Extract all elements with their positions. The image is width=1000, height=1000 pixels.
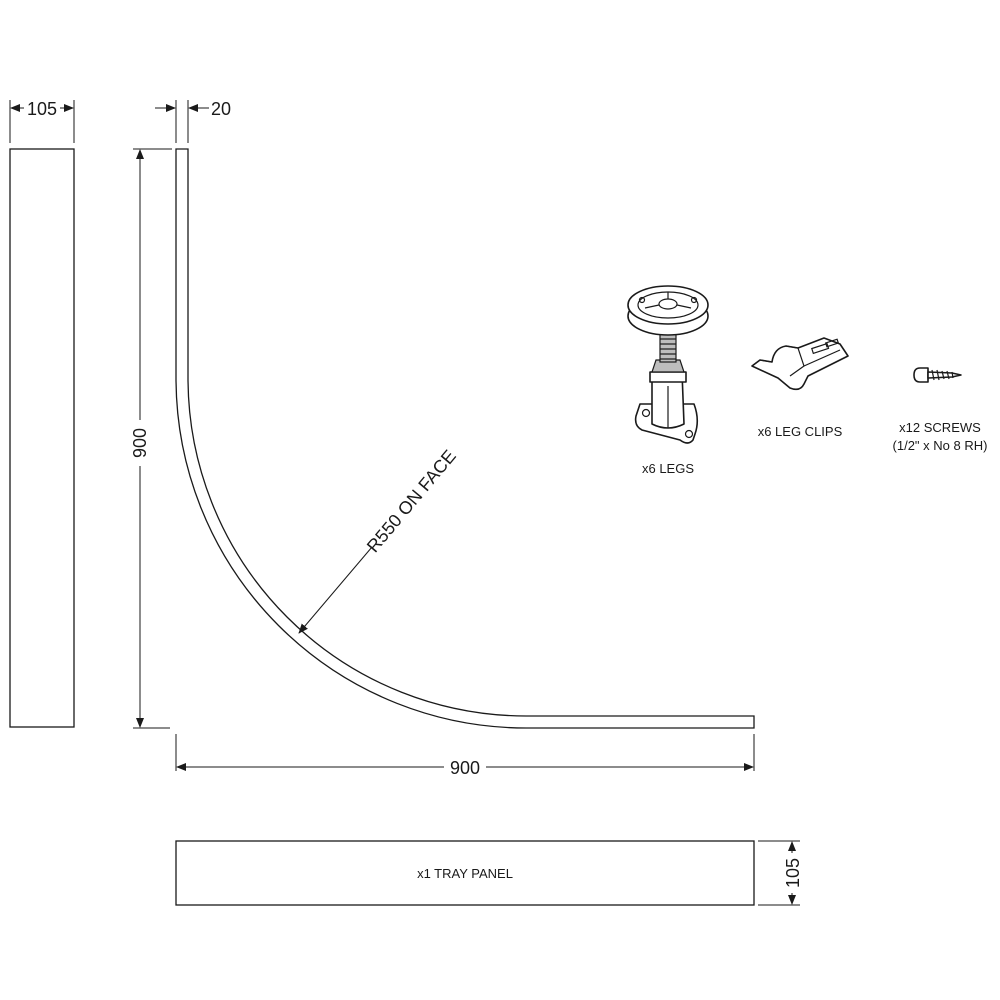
radius-label: R550 ON FACE [363, 446, 460, 556]
curved-panel [175, 148, 755, 729]
width-label: 900 [450, 758, 480, 778]
thickness-dimension [155, 100, 209, 143]
screws-label: x12 SCREWS [899, 420, 981, 435]
leg-icon [627, 285, 709, 444]
tray-panel-label: x1 TRAY PANEL [417, 866, 513, 881]
leg-clips-label: x6 LEG CLIPS [758, 424, 843, 439]
screw-icon [913, 367, 962, 383]
legs-label: x6 LEGS [642, 461, 694, 476]
leg-clip-icon [751, 337, 849, 391]
tray-dim-mask [781, 853, 803, 893]
screws-spec-label: (1/2" x No 8 RH) [893, 438, 988, 453]
side-panel-width-label: 105 [27, 99, 57, 119]
width-dim-mask [444, 757, 486, 777]
thickness-label: 20 [211, 99, 231, 119]
side-panel [9, 100, 75, 728]
height-dim-mask [129, 420, 151, 466]
radius-leader [298, 546, 373, 634]
height-label: 900 [130, 428, 150, 458]
tray-panel-height-label: 105 [783, 858, 803, 888]
side-panel-dim-mask [24, 97, 60, 119]
